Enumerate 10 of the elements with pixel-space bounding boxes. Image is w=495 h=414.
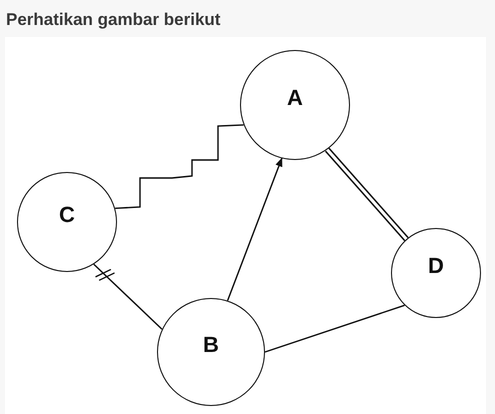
node-label: C xyxy=(59,204,75,226)
node-label: B xyxy=(203,334,219,356)
connector-line xyxy=(93,264,162,330)
node-label: A xyxy=(287,87,303,109)
node-label: D xyxy=(428,255,444,277)
double-line xyxy=(324,148,409,242)
connector-line xyxy=(115,124,244,209)
connector-line xyxy=(264,304,405,353)
heading: Perhatikan gambar berikut xyxy=(6,9,220,31)
arrow xyxy=(226,158,282,301)
